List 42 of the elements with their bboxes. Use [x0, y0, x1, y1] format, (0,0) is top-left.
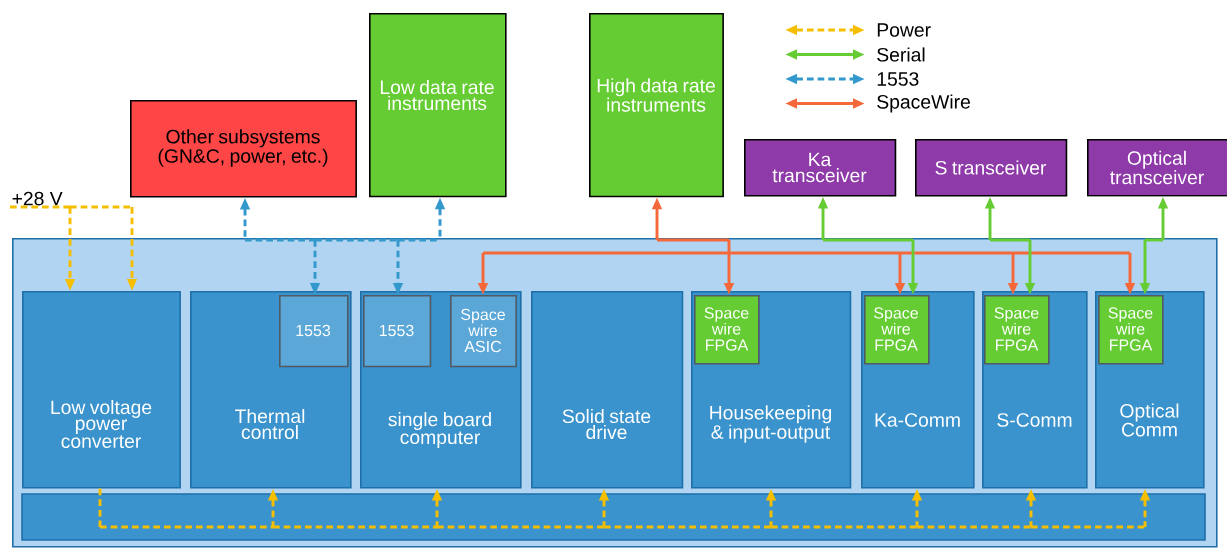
- legend-text: Power: [877, 23, 931, 37]
- connector-line: [98, 488, 102, 527]
- subsystem-box: Other subsystems (GN&C, power, etc.): [130, 100, 357, 198]
- connector-line: [917, 525, 1031, 529]
- connector-line: [1031, 525, 1145, 529]
- connector-line: [900, 251, 1013, 255]
- connector-line: [823, 238, 913, 242]
- fpga-box: Space wire FPGA: [864, 295, 930, 365]
- connector-line: [10, 205, 70, 209]
- connector-line: [483, 251, 729, 255]
- connector-line: [273, 525, 437, 529]
- legend-text: 1553: [877, 72, 919, 86]
- connector-line: [437, 525, 604, 529]
- card-box: Low voltage power converter: [22, 291, 181, 489]
- card-box: Solid state drive: [531, 291, 684, 489]
- connector-line: [771, 525, 917, 529]
- fpga-box: Space wire FPGA: [1098, 295, 1164, 365]
- chip-box: Space wire ASIC: [450, 295, 517, 368]
- legend-text: Serial: [877, 47, 925, 62]
- connector-line: [604, 525, 771, 529]
- connector-line: [729, 251, 900, 255]
- chip-box: 1553: [363, 295, 432, 368]
- connector-line: [990, 238, 1030, 242]
- connector-line: [1145, 238, 1163, 242]
- voltage-label: +28 V: [12, 191, 63, 206]
- transceiver-box: Optical transceiver: [1087, 139, 1227, 197]
- connector-line: [100, 525, 273, 529]
- connector-line: [70, 205, 132, 209]
- connector-line: [245, 238, 315, 242]
- transceiver-box: S transceiver: [915, 139, 1068, 197]
- connector-line: [727, 240, 731, 253]
- instrument-box: High data rate instruments: [589, 13, 724, 198]
- fpga-box: Space wire FPGA: [694, 295, 760, 365]
- connector-line: [315, 238, 398, 242]
- instrument-box: Low data rate instruments: [369, 13, 507, 198]
- connector-line: [1013, 251, 1130, 255]
- legend-text: SpaceWire: [877, 94, 970, 113]
- chip-box: 1553: [279, 295, 349, 368]
- transceiver-box: Ka transceiver: [744, 139, 897, 197]
- fpga-box: Space wire FPGA: [984, 295, 1050, 365]
- connector-line: [398, 238, 440, 242]
- connector-line: [657, 238, 729, 242]
